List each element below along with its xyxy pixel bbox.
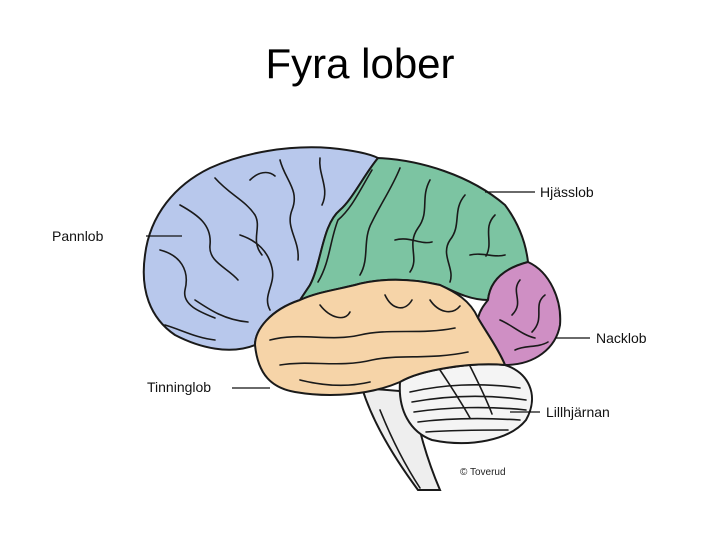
occipital-lobe-gyri: [499, 279, 549, 351]
copyright-credit: © Toverud: [460, 467, 506, 478]
label-parietal-lobe: Hjässlob: [540, 184, 594, 200]
temporal-lobe-region: [253, 278, 507, 396]
temporal-lobe-gyri: [269, 294, 469, 387]
cerebellum-folia: [409, 365, 527, 433]
label-occipital-lobe: Nacklob: [596, 330, 647, 346]
parietal-lobe-gyri: [317, 167, 506, 283]
label-cerebellum: Lillhjärnan: [546, 404, 610, 420]
cerebellum-region: [398, 363, 533, 445]
label-frontal-lobe: Pannlob: [52, 228, 104, 244]
slide-title: Fyra lober: [265, 40, 455, 87]
label-temporal-lobe: Tinninglob: [147, 379, 211, 395]
frontal-lobe-gyri: [159, 157, 326, 341]
